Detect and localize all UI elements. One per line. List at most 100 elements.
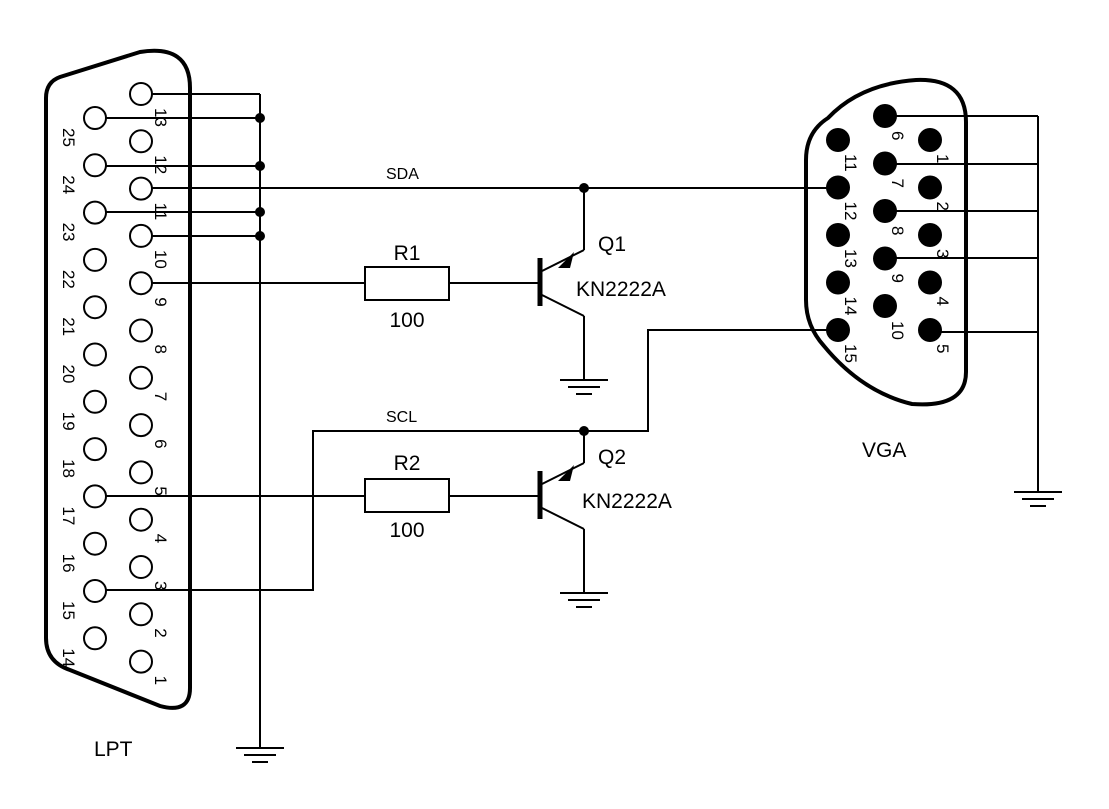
lpt-connector-body	[44, 48, 192, 710]
lpt-pin-25	[83, 106, 107, 130]
lpt-pin-2	[129, 602, 153, 627]
vga-pin-label: 15	[841, 344, 860, 363]
vga-pin-label: 10	[888, 321, 907, 340]
lpt-pin-22	[83, 247, 107, 272]
r1-ref: R1	[394, 242, 421, 265]
vga-pin-7	[873, 151, 897, 176]
lpt-pin-16	[83, 531, 107, 556]
lpt-pin-1	[129, 649, 153, 674]
ground-symbol-q2	[560, 592, 608, 608]
vga-pin-10	[873, 294, 897, 318]
lpt-pin-17	[83, 484, 107, 509]
lpt-pin-label: 5	[151, 486, 170, 495]
lpt-pin-10	[129, 223, 153, 248]
lpt-pin-18	[83, 437, 107, 462]
vga-pin-label: 11	[841, 154, 860, 172]
vga-connector-body	[804, 77, 968, 407]
vga-pin-label: 2	[933, 202, 952, 211]
lpt-pin-label: 12	[151, 155, 170, 174]
lpt-pin-label: 8	[151, 345, 170, 354]
lpt-pin-label: 10	[151, 250, 170, 269]
transistor-q2	[537, 431, 585, 593]
lpt-pin-label: 7	[151, 392, 170, 401]
lpt-pin-13	[129, 82, 153, 106]
vga-pin-label: 12	[841, 202, 860, 221]
vga-pin-2	[918, 175, 942, 200]
vga-pin-9	[873, 246, 897, 271]
lpt-pin-3	[129, 555, 153, 579]
vga-pin-12	[826, 175, 850, 200]
q2-part: KN2222A	[582, 490, 672, 513]
lpt-pin-label: 14	[59, 648, 78, 667]
lpt-pins: 1312111098765432125242322212019181716151…	[59, 82, 170, 685]
lpt-pin-9	[129, 271, 153, 296]
q2-ref: Q2	[598, 446, 626, 469]
junction-dots	[255, 113, 589, 436]
lpt-pin-label: 18	[59, 459, 78, 478]
q1-part: KN2222A	[576, 278, 666, 301]
q1-ref: Q1	[598, 233, 626, 256]
lpt-pin-label: 25	[59, 128, 78, 147]
lpt-pin-24	[83, 153, 107, 178]
ground-symbol-lpt	[236, 747, 284, 763]
lpt-label: LPT	[94, 738, 133, 761]
lpt-pin-12	[129, 129, 153, 154]
q1-emitter-arrow	[558, 252, 574, 268]
lpt-pin-label: 23	[59, 223, 78, 242]
lpt-pin-23	[83, 200, 107, 225]
vga-pin-label: 6	[888, 131, 907, 140]
lpt-pin-label: 6	[151, 439, 170, 448]
vga-pin-14	[826, 270, 850, 295]
lpt-pin-14	[83, 626, 107, 651]
lpt-pin-label: 16	[59, 554, 78, 573]
vga-pin-1	[918, 128, 942, 152]
ground-symbol-q1	[560, 379, 608, 395]
lpt-pin-5	[129, 460, 153, 485]
lpt-pin-label: 22	[59, 270, 78, 289]
net-label-sda: SDA	[386, 166, 419, 183]
q2-emitter-arrow	[558, 465, 574, 481]
vga-wiring	[885, 115, 1039, 492]
ground-symbol-vga	[1014, 491, 1062, 507]
lpt-pin-label: 4	[151, 534, 170, 543]
vga-pin-label: 8	[888, 226, 907, 235]
lpt-pin-11	[129, 176, 153, 201]
vga-pin-label: 1	[933, 154, 952, 163]
resistor-r2	[364, 478, 450, 513]
vga-label: VGA	[862, 439, 906, 462]
lpt-pin-label: 19	[59, 412, 78, 431]
lpt-pin-6	[129, 413, 153, 438]
lpt-pin-label: 15	[59, 601, 78, 620]
vga-pin-3	[918, 223, 942, 247]
vga-pin-4	[918, 270, 942, 295]
lpt-wiring	[106, 93, 833, 748]
lpt-pin-19	[83, 389, 107, 414]
lpt-pin-label: 20	[59, 365, 78, 384]
r2-ref: R2	[394, 452, 421, 475]
transistor-q1	[537, 188, 585, 380]
vga-pin-label: 9	[888, 274, 907, 283]
lpt-pin-label: 17	[59, 506, 78, 525]
net-label-scl: SCL	[386, 409, 417, 426]
lpt-pin-label: 24	[59, 175, 78, 194]
lpt-pin-label: 9	[151, 297, 170, 306]
vga-pin-13	[826, 223, 850, 247]
lpt-pin-8	[129, 318, 153, 343]
vga-pin-6	[873, 104, 897, 128]
vga-pin-label: 7	[888, 179, 907, 188]
lpt-pin-21	[83, 295, 107, 320]
vga-pin-5	[918, 318, 942, 342]
vga-pin-11	[826, 128, 850, 152]
resistor-r1	[364, 266, 450, 301]
vga-pin-label: 14	[841, 297, 860, 316]
vga-pin-label: 4	[933, 297, 952, 306]
vga-pin-15	[826, 318, 850, 342]
lpt-pin-label: 21	[59, 317, 78, 336]
lpt-pin-20	[83, 342, 107, 367]
lpt-pin-15	[83, 579, 107, 603]
vga-pin-label: 13	[841, 249, 860, 268]
vga-pin-label: 3	[933, 249, 952, 258]
lpt-pin-label: 2	[151, 628, 170, 637]
